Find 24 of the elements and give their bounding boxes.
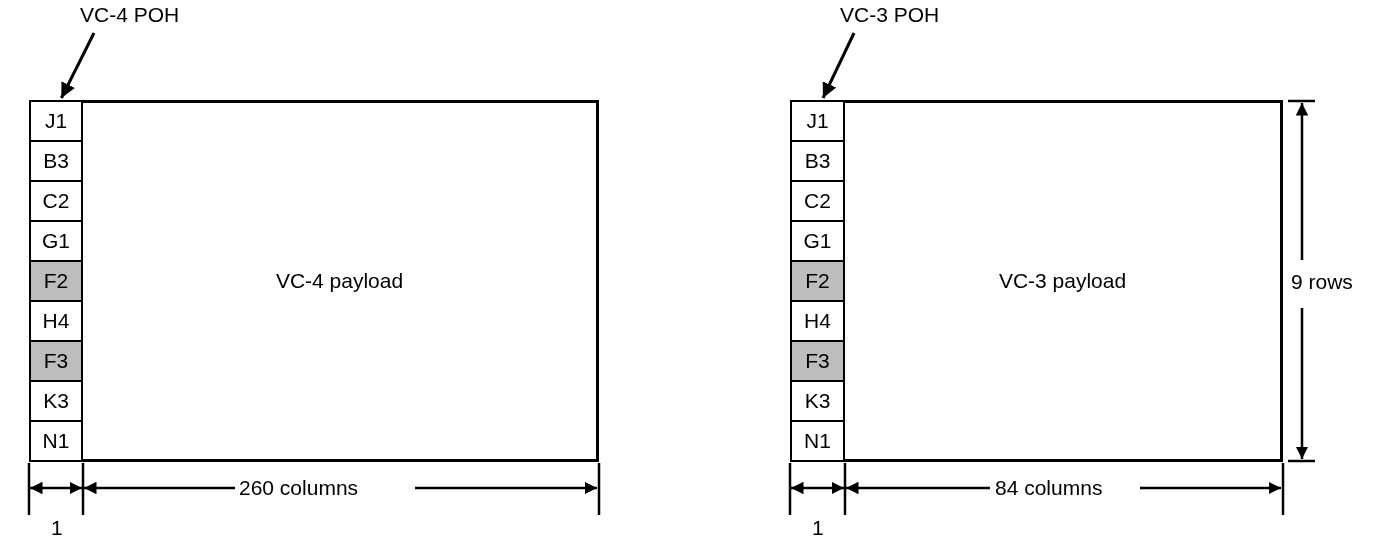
overhead-byte: K3 <box>31 382 81 422</box>
payload-label: VC-4 payload <box>275 269 404 293</box>
overhead-label: VC-4 POH <box>80 3 180 27</box>
shaded-overhead-byte: F3 <box>31 342 81 382</box>
shaded-overhead-byte: F3 <box>792 342 843 382</box>
overhead-byte: B3 <box>31 142 81 182</box>
overhead-label: VC-3 POH <box>840 3 940 27</box>
overhead-byte: N1 <box>792 422 843 462</box>
overhead-column <box>790 100 845 462</box>
overhead-byte: K3 <box>792 382 843 422</box>
overhead-byte: B3 <box>792 142 843 182</box>
payload-area <box>845 100 1283 462</box>
shaded-overhead-byte: F2 <box>792 262 843 302</box>
overhead-column <box>29 100 83 462</box>
payload-area <box>83 100 599 462</box>
arrow <box>821 32 856 99</box>
overhead-byte: J1 <box>792 102 843 142</box>
overhead-byte: J1 <box>31 102 81 142</box>
overhead-byte: N1 <box>31 422 81 462</box>
shaded-overhead-byte: F2 <box>31 262 81 302</box>
overhead-byte: C2 <box>31 182 81 222</box>
overhead-byte: C2 <box>792 182 843 222</box>
arrow <box>60 32 96 99</box>
payload-label: VC-3 payload <box>998 269 1127 293</box>
